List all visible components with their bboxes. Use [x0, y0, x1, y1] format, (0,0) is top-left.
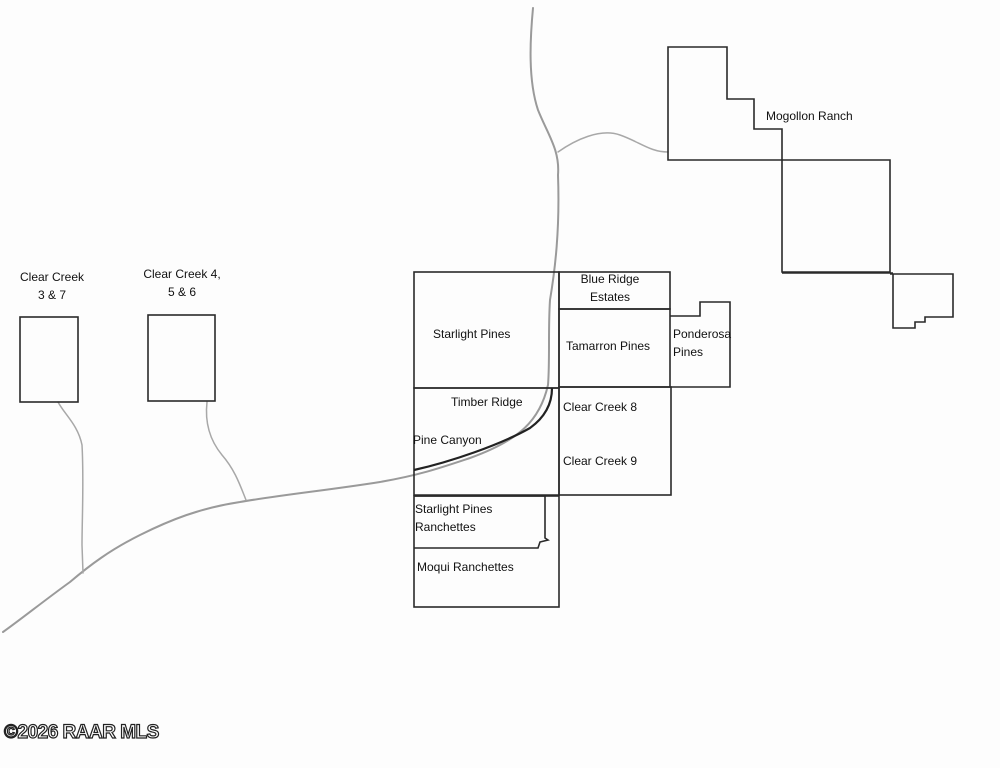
road-to-clear-creek-3-7: [57, 401, 84, 574]
label-line: Ponderosa: [673, 327, 732, 341]
label-clear-creek-4-5-6: Clear Creek 4, 5 & 6: [132, 265, 232, 301]
road-to-mogollon: [557, 132, 669, 153]
label-clear-creek-8: Clear Creek 8: [563, 400, 638, 414]
label-line: Ranchettes: [415, 520, 476, 534]
label-pine-canyon: Pine Canyon: [413, 433, 482, 447]
label-clear-creek-9: Clear Creek 9: [563, 454, 638, 468]
label-line: Clear Creek: [19, 270, 85, 284]
parcel-clear-creek-8-9: [558, 386, 672, 496]
parcel-pine-canyon-curve: [413, 387, 554, 472]
label-timber-ridge: Timber Ridge: [451, 395, 523, 409]
label-starlight-pines: Starlight Pines: [433, 327, 511, 341]
label-line: Pines: [673, 345, 704, 359]
label-line: Estates: [589, 290, 631, 304]
label-starlight-pines-ranchettes: Starlight Pines Ranchettes: [415, 500, 492, 536]
label-line: Blue Ridge: [580, 272, 640, 286]
label-blue-ridge-estates: Blue Ridge Estates: [565, 270, 655, 306]
label-line: 3 & 7: [37, 288, 67, 302]
label-tamarron-pines: Tamarron Pines: [566, 339, 651, 353]
road-to-clear-creek-4-5-6: [205, 401, 247, 501]
parcel-moqui-ranchettes: [413, 495, 560, 608]
label-line: Clear Creek 4,: [143, 267, 221, 281]
parcel-clear-creek-4-5-6: [147, 314, 216, 402]
main-road: [2, 7, 560, 633]
parcel-ponderosa-pines: [670, 301, 731, 388]
label-ponderosa-pines: Ponderosa Pines: [673, 325, 731, 361]
label-clear-creek-3-7: Clear Creek 3 & 7: [12, 268, 92, 304]
copyright-watermark: ©2026 RAAR MLS: [3, 721, 160, 743]
parcel-mogollon-ranch-south: [781, 159, 891, 273]
parcel-mogollon-ranch-east: [890, 273, 954, 329]
label-mogollon-ranch: Mogollon Ranch: [766, 109, 853, 123]
parcel-mogollon-ranch: [667, 46, 783, 161]
label-line: Starlight Pines: [415, 502, 493, 516]
label-moqui-ranchettes: Moqui Ranchettes: [417, 560, 514, 574]
label-line: 5 & 6: [167, 285, 197, 299]
parcel-clear-creek-3-7: [19, 316, 79, 403]
